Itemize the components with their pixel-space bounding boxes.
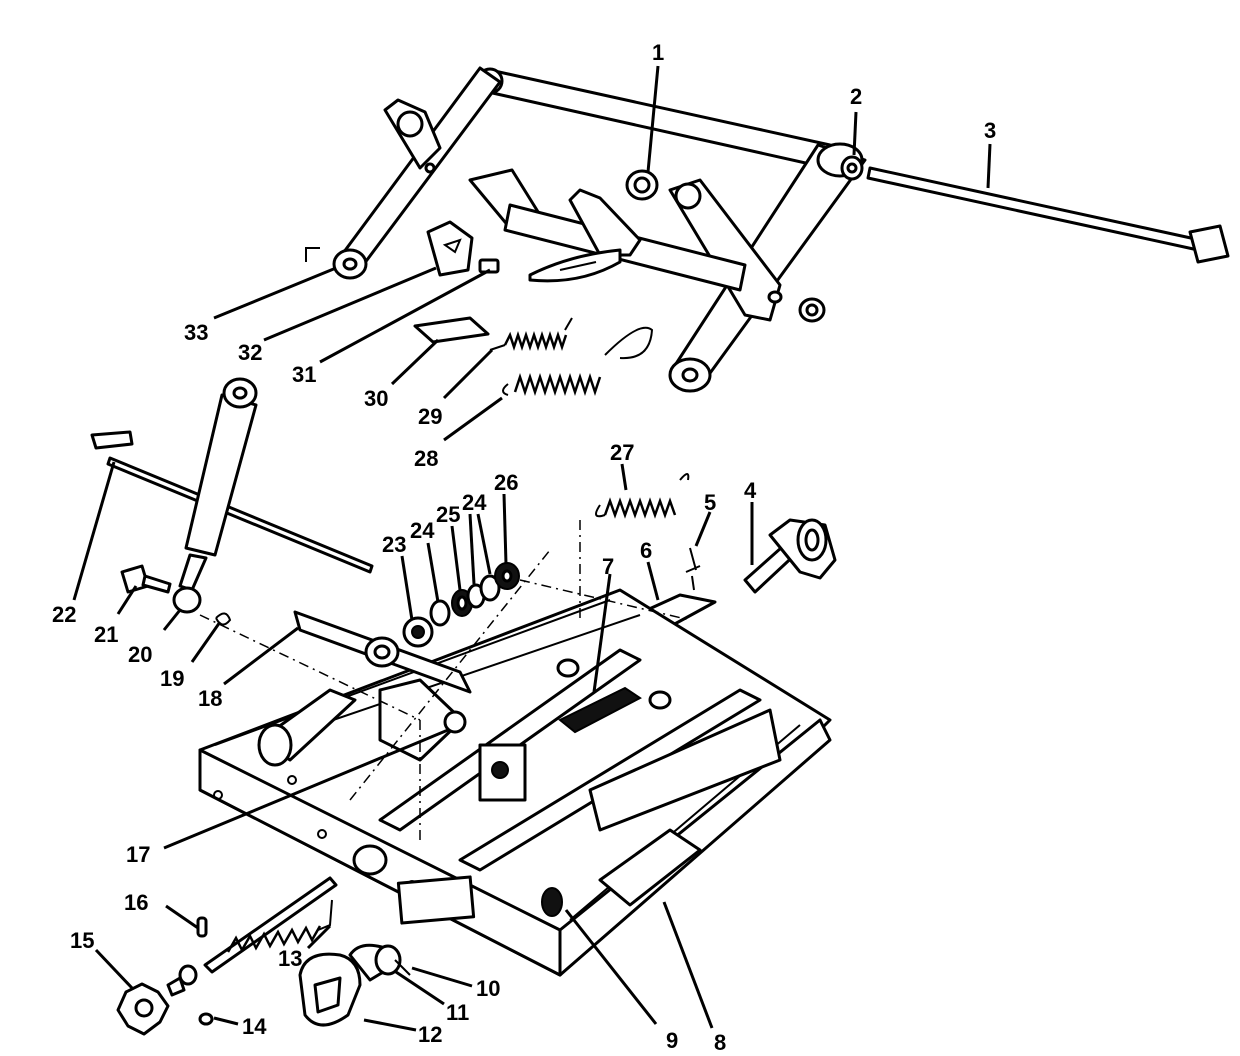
callout-32: 32	[238, 340, 262, 365]
callout-8: 8	[714, 1030, 726, 1055]
callout-26: 26	[494, 470, 518, 495]
callout-17: 17	[126, 842, 150, 867]
callout-28: 28	[414, 446, 438, 471]
callout-labels: 1 2 3 4 5 6 7 8 9 10 11 12 13 14 15 16 1…	[52, 40, 996, 1055]
callout-27: 27	[610, 440, 634, 465]
shaft-part-3	[840, 155, 1230, 264]
callout-3: 3	[984, 118, 996, 143]
callout-25: 25	[436, 502, 460, 527]
callout-20: 20	[128, 642, 152, 667]
callout-19: 19	[160, 666, 184, 691]
callout-18: 18	[198, 686, 222, 711]
callout-11: 11	[446, 1000, 469, 1025]
link-part-18	[293, 610, 472, 694]
callout-4: 4	[744, 478, 757, 503]
base-frame	[198, 588, 832, 977]
shock-and-rod	[90, 377, 374, 626]
callout-10: 10	[476, 976, 500, 1001]
callout-7: 7	[602, 554, 614, 579]
callout-13: 13	[278, 946, 302, 971]
adjuster-assembly	[116, 876, 338, 1036]
upper-linkage-assembly	[305, 66, 867, 393]
callout-1: 1	[652, 40, 664, 65]
callout-15: 15	[70, 928, 94, 953]
callout-22: 22	[52, 602, 76, 627]
callout-2: 2	[850, 84, 862, 109]
callout-24b: 24	[462, 490, 487, 515]
callout-16: 16	[124, 890, 148, 915]
handle-assembly	[298, 943, 411, 1027]
callout-23: 23	[382, 532, 406, 557]
small-parts	[402, 316, 837, 648]
callout-30: 30	[364, 386, 388, 411]
callout-33: 33	[184, 320, 208, 345]
callout-12: 12	[418, 1022, 442, 1047]
callout-21: 21	[94, 622, 118, 647]
callout-24: 24	[410, 518, 435, 543]
callout-5: 5	[704, 490, 716, 515]
callout-31: 31	[292, 362, 316, 387]
callout-29: 29	[418, 404, 442, 429]
callout-9: 9	[666, 1028, 678, 1053]
leader-lines	[72, 65, 992, 1032]
callout-14: 14	[242, 1014, 267, 1039]
callout-6: 6	[640, 538, 652, 563]
